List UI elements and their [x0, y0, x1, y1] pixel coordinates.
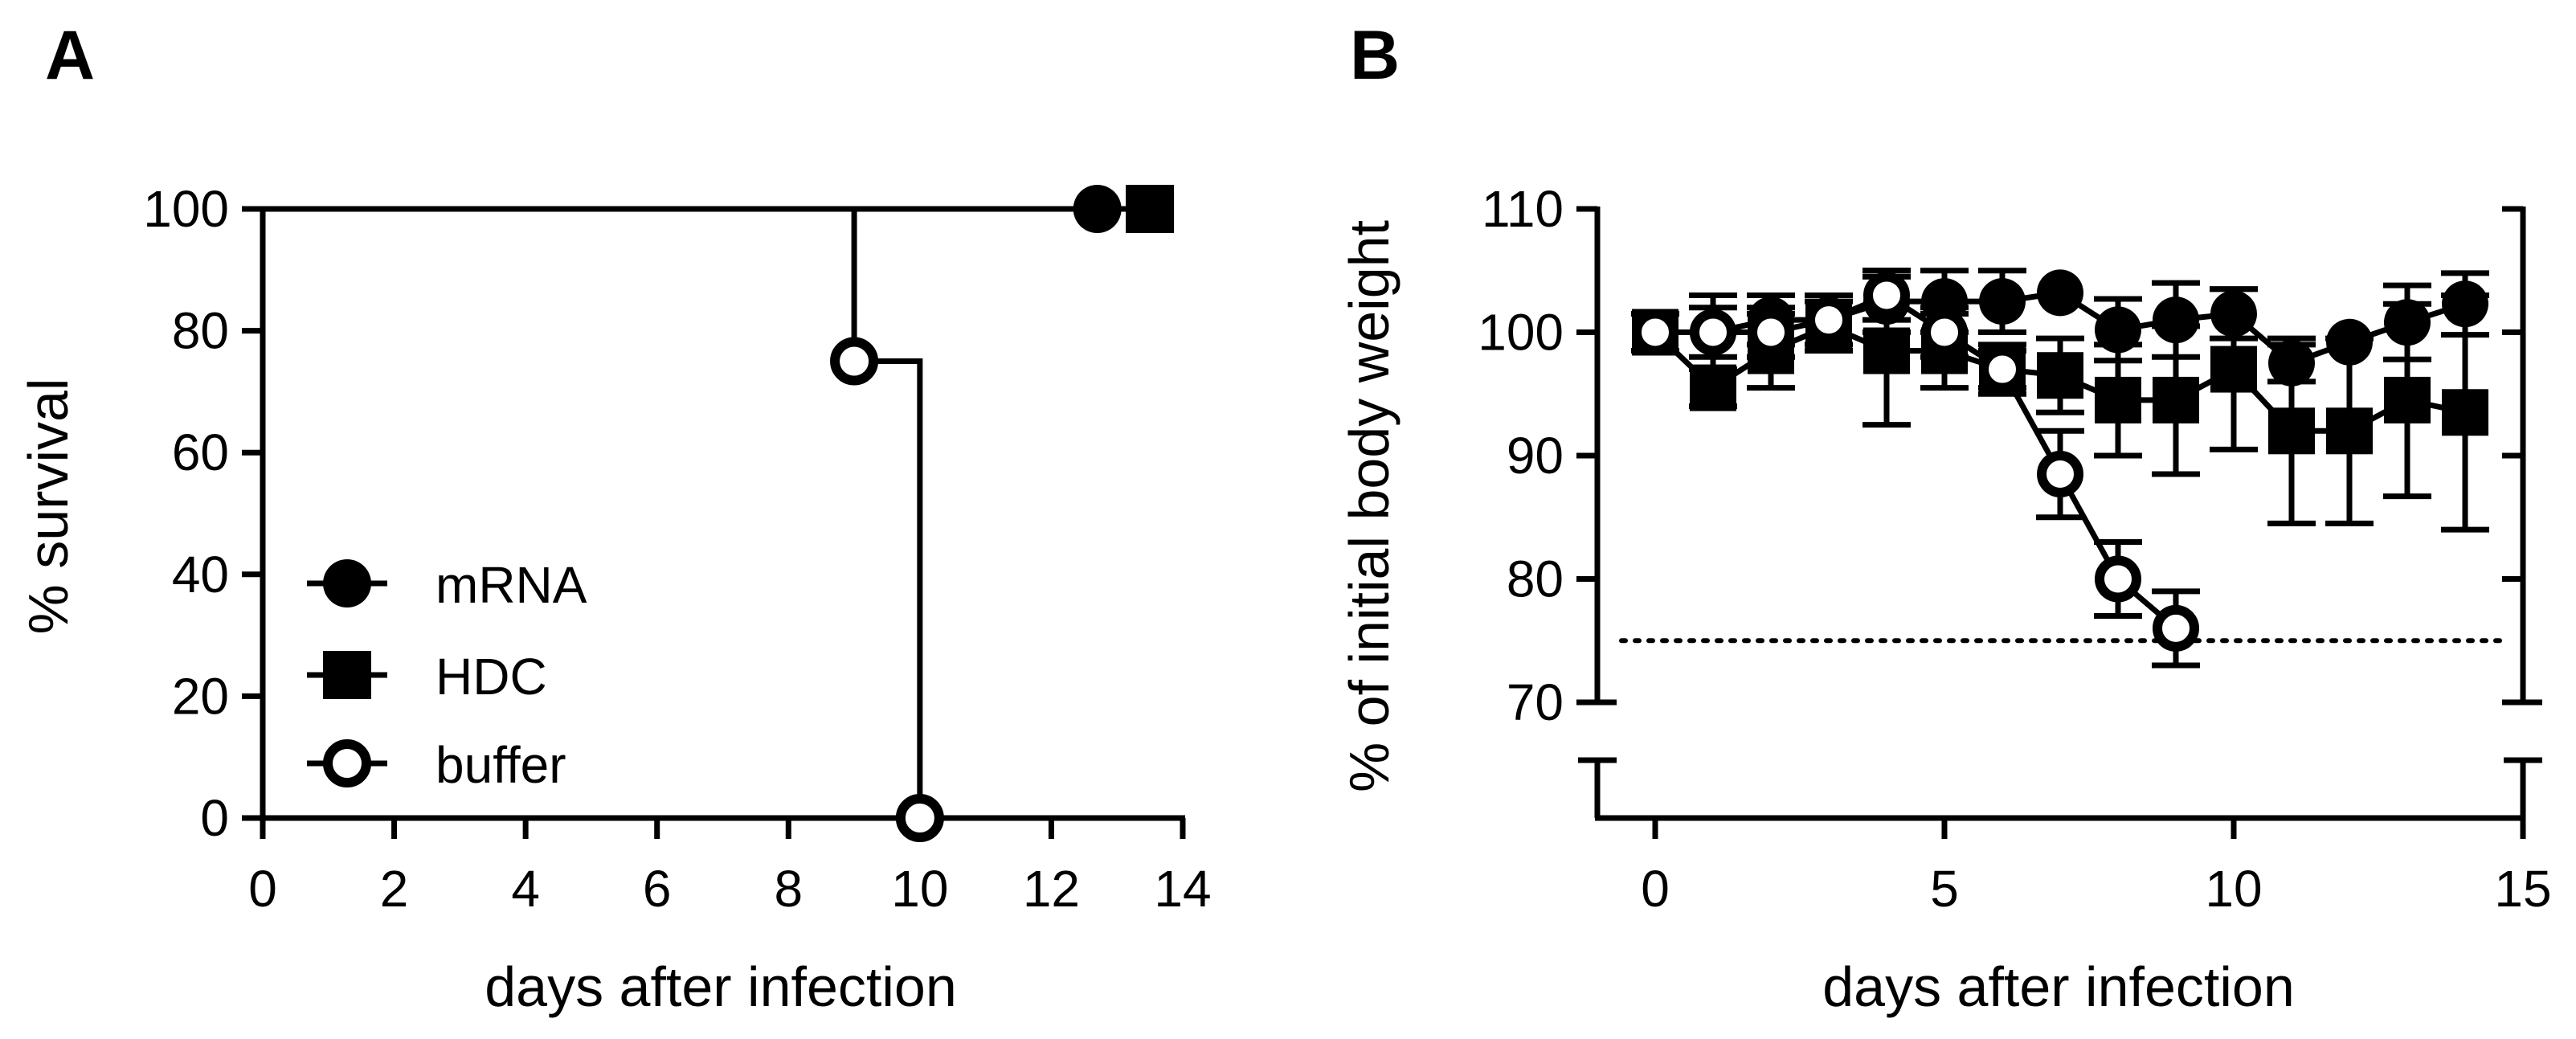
- panel-a-y-tick-label: 40: [172, 546, 229, 603]
- panel-b-hdc-point: [1863, 327, 1910, 374]
- panel-b-x-tick-label: 5: [1930, 860, 1959, 918]
- panel-a-buffer-point: [895, 794, 944, 842]
- panel-a-letter: A: [45, 17, 95, 94]
- panel-a-y-tick-label: 80: [172, 302, 229, 360]
- panel-a-y-tick-label: 0: [200, 789, 229, 847]
- panel-a-legend-marker: [323, 559, 371, 607]
- panel-b-letter: B: [1350, 17, 1400, 94]
- panel-b-hdc-point: [2326, 407, 2373, 455]
- panel-a-y-tick-label: 100: [143, 180, 229, 238]
- panel-b-x-tick-label: 15: [2494, 860, 2551, 918]
- panel-a-y-tick-label: 20: [172, 667, 229, 725]
- panel-b-y-axis-title: % of initial body weight: [1338, 220, 1400, 792]
- panel-b-buffer-point: [1690, 309, 1736, 356]
- panel-a-buffer-step-line: [263, 206, 923, 818]
- panel-a-x-tick-label: 4: [511, 860, 540, 918]
- panel-b-buffer-point: [2037, 451, 2083, 498]
- panel-a-x-tick-label: 8: [774, 860, 803, 918]
- panel-b-x-tick-label: 0: [1641, 860, 1670, 918]
- panel-b-buffer-point: [1921, 309, 1968, 356]
- panel-b-mrna-point: [2037, 269, 2083, 317]
- panel-b-hdc-point: [1690, 364, 1736, 411]
- panel-b-buffer-point: [2095, 555, 2141, 603]
- panel-b-buffer-point: [1632, 309, 1678, 356]
- panel-a-legend-marker: [323, 739, 371, 787]
- panel-b-hdc-point: [2153, 376, 2199, 423]
- panel-a-buffer-point: [830, 337, 879, 386]
- panel-a-x-tick-label: 6: [643, 860, 672, 918]
- panel-b-buffer-point: [1805, 297, 1852, 344]
- panel-a-hdc-point: [1126, 185, 1175, 233]
- panel-b-buffer-point: [2153, 604, 2199, 652]
- panel-b-mrna-point: [1979, 278, 2026, 325]
- panel-b-y-tick-label: 110: [1482, 180, 1564, 238]
- panel-a-x-tick-label: 2: [380, 860, 409, 918]
- panel-b-mrna-point: [2210, 290, 2257, 337]
- panel-b-y-tick-label: 70: [1507, 673, 1564, 731]
- panel-a-x-tick-label: 0: [248, 860, 277, 918]
- panel-b-x-tick-label: 10: [2205, 860, 2262, 918]
- panel-a-legend-label: HDC: [435, 648, 547, 706]
- panel-a-legend-marker: [323, 651, 371, 699]
- panel-b-y-tick-label: 80: [1507, 550, 1564, 608]
- panel-a-legend-label: buffer: [435, 736, 566, 794]
- panel-b-hdc-point: [2384, 376, 2431, 423]
- panel-a-x-tick-label: 10: [891, 860, 948, 918]
- panel-b-hdc-point: [2442, 389, 2488, 436]
- panel-b-mrna-point: [2153, 297, 2199, 344]
- panel-a-x-tick-label: 14: [1154, 860, 1211, 918]
- panel-b-mrna-point: [2442, 280, 2488, 328]
- panel-a-legend-label: mRNA: [435, 556, 587, 614]
- panel-a-y-axis-title: % survival: [17, 378, 80, 635]
- panel-b-buffer-line: [1655, 292, 2178, 631]
- panel-b-body-weight-chart: 70 80 90 100 110 0 5 10 15: [1478, 180, 2551, 918]
- panel-b-hdc-point: [2210, 346, 2257, 393]
- panel-b-buffer-point: [1979, 346, 2026, 393]
- panel-a-y-tick-label: 60: [172, 423, 229, 481]
- panel-a-survival-chart: 0 20 40 60 80 100 0 2 4 6 8 10 12 14 mRNA HDC buffer: [143, 180, 1211, 918]
- panel-b-buffer-point: [1748, 309, 1794, 356]
- panel-b-mrna-point: [2095, 306, 2141, 354]
- panel-a-x-axis-title: days after infection: [485, 955, 957, 1018]
- panel-b-hdc-point: [2268, 407, 2315, 455]
- panel-a-x-tick-label: 12: [1023, 860, 1080, 918]
- panel-b-hdc-point: [2095, 376, 2141, 423]
- panel-b-mrna-point: [2326, 318, 2373, 366]
- panel-b-mrna-point: [2268, 339, 2315, 387]
- panel-b-x-axis-title: days after infection: [1822, 955, 2295, 1018]
- panel-b-buffer-point: [1863, 272, 1910, 319]
- panel-b-y-tick-label: 90: [1507, 427, 1564, 485]
- panel-b-mrna-point: [2384, 299, 2431, 346]
- panel-a-mrna-point: [1073, 185, 1122, 233]
- panel-b-hdc-point: [2037, 352, 2083, 399]
- panel-b-y-tick-label: 100: [1478, 304, 1564, 362]
